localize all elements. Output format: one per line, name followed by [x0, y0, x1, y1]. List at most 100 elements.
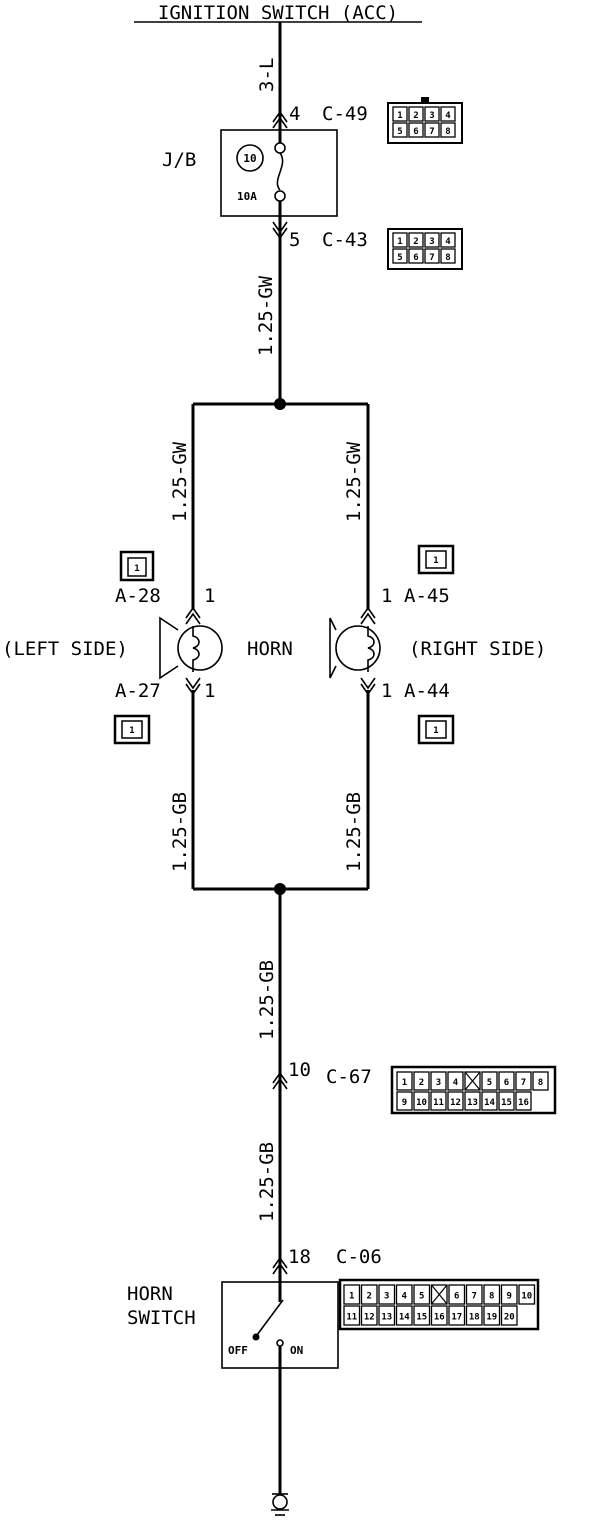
c43-pin-number: 3	[429, 237, 434, 247]
c06-pin-cell	[448, 1284, 466, 1305]
c06-pin-cell	[465, 1284, 483, 1305]
c06-pin-number: 17	[451, 1313, 462, 1323]
c49-pin-number: 5	[397, 127, 402, 137]
c49-pin-number: 2	[413, 111, 418, 121]
c67-pin-number: 3	[436, 1078, 441, 1088]
c43-pin-number: 1	[397, 237, 402, 247]
svg-text:1: 1	[129, 726, 134, 736]
c67-pin-number: 10	[416, 1098, 427, 1108]
c06-connector-symbol	[272, 1256, 288, 1275]
c06-pin-cell	[448, 1305, 466, 1326]
c06-pin-number: 15	[416, 1313, 427, 1323]
c06-pin-number: 14	[399, 1313, 410, 1323]
c06-pin-number: 13	[381, 1313, 392, 1323]
c06-pin-cell	[483, 1305, 501, 1326]
c06-pin-cell	[500, 1284, 518, 1305]
a28-connector-name: A-28	[115, 585, 161, 607]
c49-pin-cell	[408, 122, 424, 138]
fuse-number: 10	[243, 152, 256, 165]
a45-connector-name: A-45	[404, 585, 450, 607]
c06-pin-cell	[395, 1305, 413, 1326]
c49-pin-cell	[408, 106, 424, 122]
fuse-number-circle	[236, 144, 264, 172]
c06-pin-cell	[378, 1284, 396, 1305]
horn-switch-label-line2: SWITCH	[127, 1307, 196, 1329]
c06-pin-number: 16	[434, 1313, 445, 1323]
right-horn-side-label: (RIGHT SIDE)	[409, 638, 546, 660]
c49-pin-number: 4	[445, 111, 451, 121]
c67-pin-number: 2	[419, 1078, 424, 1088]
c43-pin-cell	[408, 232, 424, 248]
left-horn-symbol	[159, 606, 223, 696]
c67-pin-cell	[464, 1091, 481, 1111]
horn-switch-off-label: OFF	[228, 1344, 248, 1357]
c06-pin-number: 20	[504, 1313, 515, 1323]
c67-pin-number: 15	[501, 1098, 512, 1108]
c49-pin-number: 1	[397, 111, 402, 121]
a28-pin-label: 1	[204, 585, 215, 607]
c43-pin-cell	[392, 232, 408, 248]
c43-pin-cell	[392, 248, 408, 264]
c49-pin-cell	[440, 106, 456, 122]
c67-pin-number: 5	[487, 1078, 492, 1088]
c67-pin-cell	[413, 1091, 430, 1111]
a45-connector-icon: 1	[417, 544, 455, 575]
c67-pin-number: 9	[402, 1098, 407, 1108]
c06-pin-cell	[343, 1284, 361, 1305]
c67-pin-cell	[447, 1091, 464, 1111]
horn-label: HORN	[247, 638, 293, 660]
c43-pin-label: 5	[289, 229, 300, 251]
c67-pin-cell	[396, 1071, 413, 1091]
left-horn-side-label: (LEFT SIDE)	[2, 638, 128, 660]
c06-pin-cell	[465, 1305, 483, 1326]
c06-pin-cell	[413, 1305, 431, 1326]
c43-connector-name: C-43	[322, 229, 368, 251]
junction-block-label: J/B	[162, 149, 196, 171]
horn-switch-on-label: ON	[290, 1344, 303, 1357]
c67-pin-cell	[447, 1071, 464, 1091]
wire-label-right-lower: 1.25-GB	[343, 792, 365, 872]
c06-pin-number: 6	[454, 1292, 459, 1302]
c43-pin-cell	[424, 232, 440, 248]
c06-pin-number: 1	[349, 1292, 354, 1302]
wire-label-mid-lower: 1.25-GB	[256, 960, 278, 1040]
c06-pin-cell	[395, 1284, 413, 1305]
wire-label-bottom: 1.25-GB	[256, 1142, 278, 1222]
ground-icon	[271, 1493, 289, 1516]
horn-switch-contact-icon	[252, 1282, 284, 1368]
c06-pin-number: 2	[367, 1292, 372, 1302]
c49-pin-cell	[392, 122, 408, 138]
c06-pin-number: 8	[489, 1292, 494, 1302]
c06-blank-cell-mark	[431, 1284, 448, 1305]
c06-pin-cell	[518, 1284, 536, 1305]
c43-pin-cell	[440, 232, 456, 248]
a27-pin-label: 1	[204, 680, 215, 702]
wire-label-3l: 3-L	[256, 58, 278, 92]
c67-pin-number: 8	[538, 1078, 543, 1088]
c43-pin-number: 6	[413, 253, 418, 263]
c67-connector-symbol	[272, 1071, 288, 1090]
wire-label-feed: 1.25-GW	[255, 275, 277, 356]
horn-switch-label-line1: HORN	[127, 1283, 173, 1305]
a44-pin-label: 1	[381, 680, 392, 702]
svg-text:1: 1	[433, 556, 438, 566]
c06-pin-number: 3	[384, 1292, 389, 1302]
c67-pin-cell	[532, 1071, 549, 1091]
c06-pin-number: 11	[346, 1313, 357, 1323]
c49-pin-number: 8	[445, 127, 450, 137]
c49-connector-name: C-49	[322, 103, 368, 125]
c49-pin-number: 6	[413, 127, 418, 137]
svg-text:1: 1	[134, 564, 139, 574]
svg-text:1: 1	[433, 726, 438, 736]
c49-pin-cell	[424, 122, 440, 138]
c67-pin-cell	[396, 1091, 413, 1111]
c06-pin-cell	[343, 1305, 361, 1326]
c67-pin-cell	[430, 1071, 447, 1091]
c43-pin-number: 5	[397, 253, 402, 263]
